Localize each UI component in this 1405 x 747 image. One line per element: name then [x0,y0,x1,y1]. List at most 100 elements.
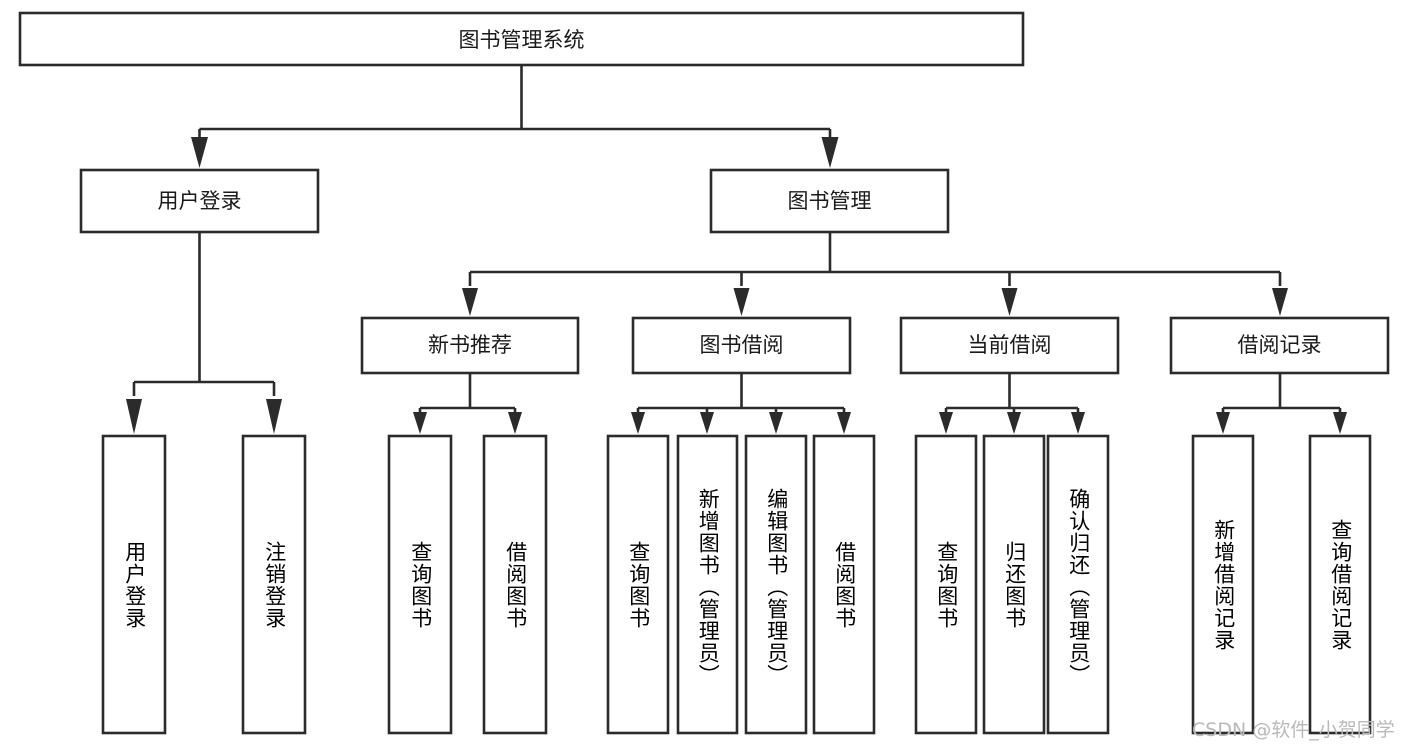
connector-group-root-to-level2 [191,65,839,168]
node-leaf-query-book-borrow-label-wrap: 查询图书 [626,540,651,629]
arrow-down-icon [126,399,142,434]
node-leaf-confirm-return-label: 确认归还（管理员） [1066,487,1091,686]
node-leaf-add-record[interactable]: 新增借阅记录 [1191,434,1255,735]
node-leaf-add-record-box[interactable] [1191,434,1255,735]
node-leaf-user-login-label-wrap: 用户登录 [122,540,147,629]
node-leaf-confirm-return-box[interactable] [1046,434,1110,735]
arrow-down-icon [1333,412,1347,434]
node-leaf-borrow-book-rec-label: 借阅图书 [503,540,528,629]
node-leaf-query-book-rec[interactable]: 查询图书 [387,434,453,735]
arrow-down-icon [1001,288,1018,316]
connector-group-borrowrecord-to-leaves [1216,373,1347,434]
node-book-borrow-label: 图书借阅 [700,333,784,357]
node-leaf-query-record-label: 查询借阅记录 [1328,518,1353,651]
arrow-down-icon [631,412,645,434]
node-root-box[interactable] [18,11,1025,67]
node-leaf-edit-book-label: 编辑图书（管理员） [764,487,789,686]
connector-group-bookmanage-to-level3 [462,232,1288,316]
node-leaf-query-book-rec-box[interactable] [387,434,453,735]
node-leaf-borrow-book-rec[interactable]: 借阅图书 [482,434,548,735]
node-leaf-return-book-label: 归还图书 [1002,540,1027,629]
node-leaf-borrow-book-rec-label-wrap: 借阅图书 [503,540,528,629]
node-leaf-borrow-book-label-wrap: 借阅图书 [833,541,857,629]
connector-group-userlogin-to-leaves [126,232,282,434]
node-new-book-rec-box[interactable] [360,316,580,375]
node-leaf-return-book-label-wrap: 归还图书 [1002,540,1027,629]
node-leaf-edit-book[interactable]: 编辑图书（管理员） [744,434,808,735]
node-leaf-confirm-return[interactable]: 确认归还（管理员） [1046,434,1110,735]
node-leaf-query-book-borrow-label: 查询图书 [626,540,651,629]
arrow-down-icon [769,412,783,434]
node-leaf-user-login-label: 用户登录 [122,540,147,629]
node-leaf-add-book-box[interactable] [676,434,739,735]
node-book-manage[interactable]: 图书管理 [709,168,950,234]
node-current-borrow[interactable]: 当前借阅 [899,316,1120,375]
node-new-book-rec-label: 新书推荐 [428,333,512,357]
node-leaf-query-book-rec-label: 查询图书 [408,540,433,629]
node-book-manage-box[interactable] [709,168,950,234]
node-leaf-query-book-cur-label: 查询图书 [934,540,959,629]
arrow-down-icon [1272,288,1288,316]
node-current-borrow-label: 当前借阅 [968,333,1052,357]
arrow-down-icon [939,412,953,434]
node-leaf-add-record-label-wrap: 新增借阅记录 [1211,518,1236,651]
node-leaf-confirm-return-label-wrap: 确认归还（管理员） [1066,487,1091,686]
arrow-down-icon [837,412,851,434]
arrow-down-icon [1071,412,1085,434]
node-borrow-record[interactable]: 借阅记录 [1169,316,1390,375]
arrow-down-icon [1007,412,1021,434]
node-leaf-query-record-label-wrap: 查询借阅记录 [1328,518,1353,651]
node-root-label: 图书管理系统 [459,28,585,52]
node-current-borrow-box[interactable] [899,316,1120,375]
node-leaf-user-login[interactable]: 用户登录 [101,434,167,735]
node-user-login-box[interactable] [79,168,320,234]
arrow-down-icon [462,288,478,316]
node-book-borrow[interactable]: 图书借阅 [631,316,852,375]
node-book-manage-label: 图书管理 [788,189,872,213]
node-root[interactable]: 图书管理系统 [18,11,1025,67]
node-leaf-add-book-label-wrap: 新增图书（管理员） [696,487,721,686]
node-leaf-query-record[interactable]: 查询借阅记录 [1308,434,1372,735]
arrow-down-icon [1216,412,1230,434]
node-leaf-edit-book-box[interactable] [744,434,808,735]
connector-group-newbookrec-to-leaves [413,373,522,434]
node-borrow-record-box[interactable] [1169,316,1390,375]
node-leaf-query-book-cur-box[interactable] [914,434,978,735]
arrow-down-icon [413,412,427,434]
node-leaf-add-book-label: 新增图书（管理员） [696,487,721,686]
node-leaf-add-record-label: 新增借阅记录 [1211,518,1236,651]
node-borrow-record-label: 借阅记录 [1238,333,1322,357]
csdn-watermark: CSDN @软件_小贺同学 [1192,719,1395,741]
node-leaf-query-book-borrow-box[interactable] [606,434,670,735]
connector-group-currentborrow-to-leaves [939,373,1085,434]
node-leaf-logout-box[interactable] [241,434,307,735]
arrow-down-icon [508,412,522,434]
node-new-book-rec[interactable]: 新书推荐 [360,316,580,375]
arrow-down-icon [700,412,714,434]
node-leaf-logout[interactable]: 注销登录 [241,434,307,735]
node-user-login-label: 用户登录 [158,189,242,213]
connector-group-bookborrow-to-leaves [631,373,851,434]
node-leaf-borrow-book-rec-box[interactable] [482,434,548,735]
node-leaf-logout-label-wrap: 注销登录 [262,540,287,629]
node-leaf-edit-book-label-wrap: 编辑图书（管理员） [764,487,789,686]
node-leaf-borrow-book[interactable]: 借阅图书 [812,434,876,735]
node-leaf-logout-label: 注销登录 [262,540,287,629]
node-leaf-add-book[interactable]: 新增图书（管理员） [676,434,739,735]
node-leaf-query-book-borrow[interactable]: 查询图书 [606,434,670,735]
node-leaf-query-record-box[interactable] [1308,434,1372,735]
node-leaf-query-book-rec-label-wrap: 查询图书 [408,540,433,629]
node-book-borrow-box[interactable] [631,316,852,375]
arrow-down-icon [733,288,750,316]
node-leaf-return-book[interactable]: 归还图书 [982,434,1046,735]
arrow-down-icon [821,137,839,168]
node-leaf-borrow-book-box[interactable] [812,434,876,735]
arrow-down-icon [266,399,282,434]
node-leaf-return-book-box[interactable] [982,434,1046,735]
node-leaf-user-login-box[interactable] [101,434,167,735]
node-leaf-query-book-cur[interactable]: 查询图书 [914,434,978,735]
arrow-down-icon [191,137,208,168]
node-user-login[interactable]: 用户登录 [79,168,320,234]
